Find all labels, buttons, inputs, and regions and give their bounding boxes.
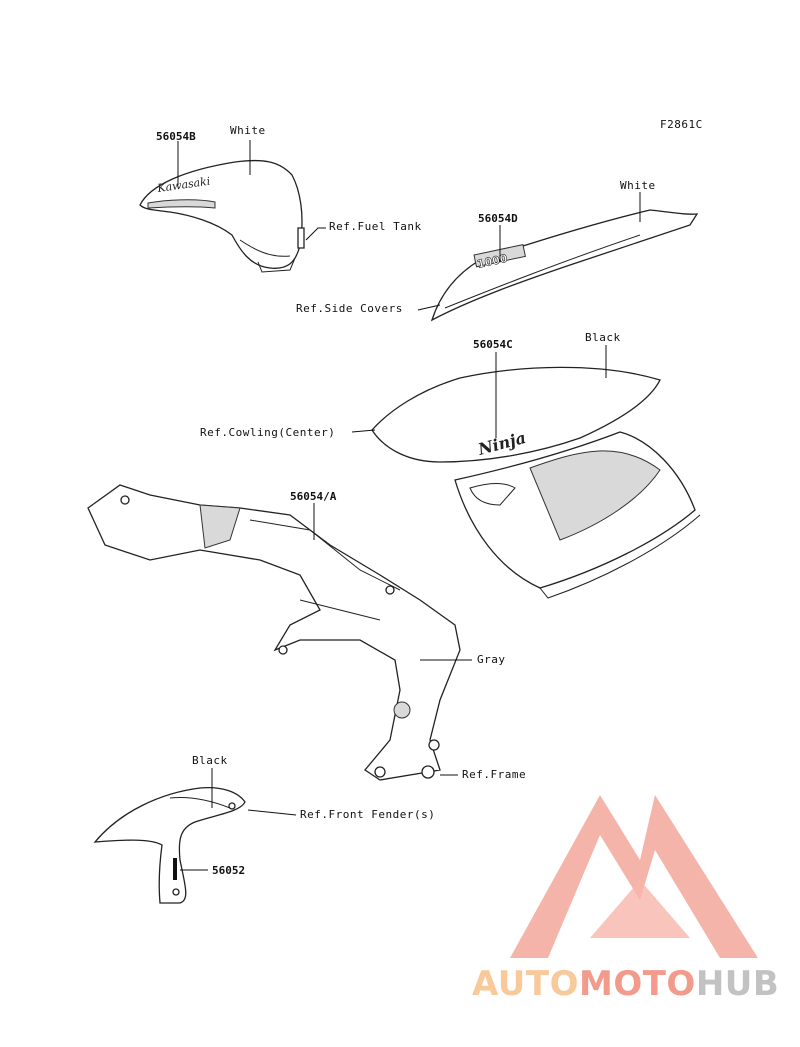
leader-ref-front-fender [247, 809, 297, 816]
frame-part [87, 484, 461, 781]
watermark-part2: MOTO [579, 964, 696, 1004]
watermark-auto: AUTOMOTOHUB [472, 964, 779, 1004]
label-ref-fuel-tank: Ref.Fuel Tank [329, 220, 422, 233]
figure-code: F2861C [660, 118, 703, 131]
label-ref-frame: Ref.Frame [462, 768, 526, 781]
label-56054c: 56054C [473, 338, 513, 351]
label-ref-front-fender: Ref.Front Fender(s) [300, 808, 435, 821]
leader-ref-side-covers [417, 304, 441, 311]
label-56054d: 56054D [478, 212, 518, 225]
fuel-tank-part: Kawasaki [139, 159, 305, 273]
label-56052: 56052 [212, 864, 245, 877]
label-56054b: 56054B [156, 130, 196, 143]
watermark-logo: AUTOMOTOHUB [472, 795, 779, 1004]
label-white-tank: White [230, 124, 266, 137]
front-fender-part [93, 786, 246, 904]
label-white-side: White [620, 179, 656, 192]
label-ref-side-covers: Ref.Side Covers [296, 302, 403, 315]
watermark-part3: HUB [696, 964, 779, 1004]
cowling-part: Ninja [371, 366, 701, 599]
leader-ref-cowling [351, 429, 376, 433]
label-black-cowl: Black [585, 331, 621, 344]
label-ref-cowling: Ref.Cowling(Center) [200, 426, 335, 439]
label-gray-frame: Gray [477, 653, 506, 666]
label-56054a: 56054/A [290, 490, 337, 503]
watermark-part1: AUTO [472, 964, 579, 1004]
leader-ref-fuel-tank [305, 227, 326, 241]
side-cover-part: 1000 [430, 209, 699, 322]
label-black-fender: Black [192, 754, 228, 767]
